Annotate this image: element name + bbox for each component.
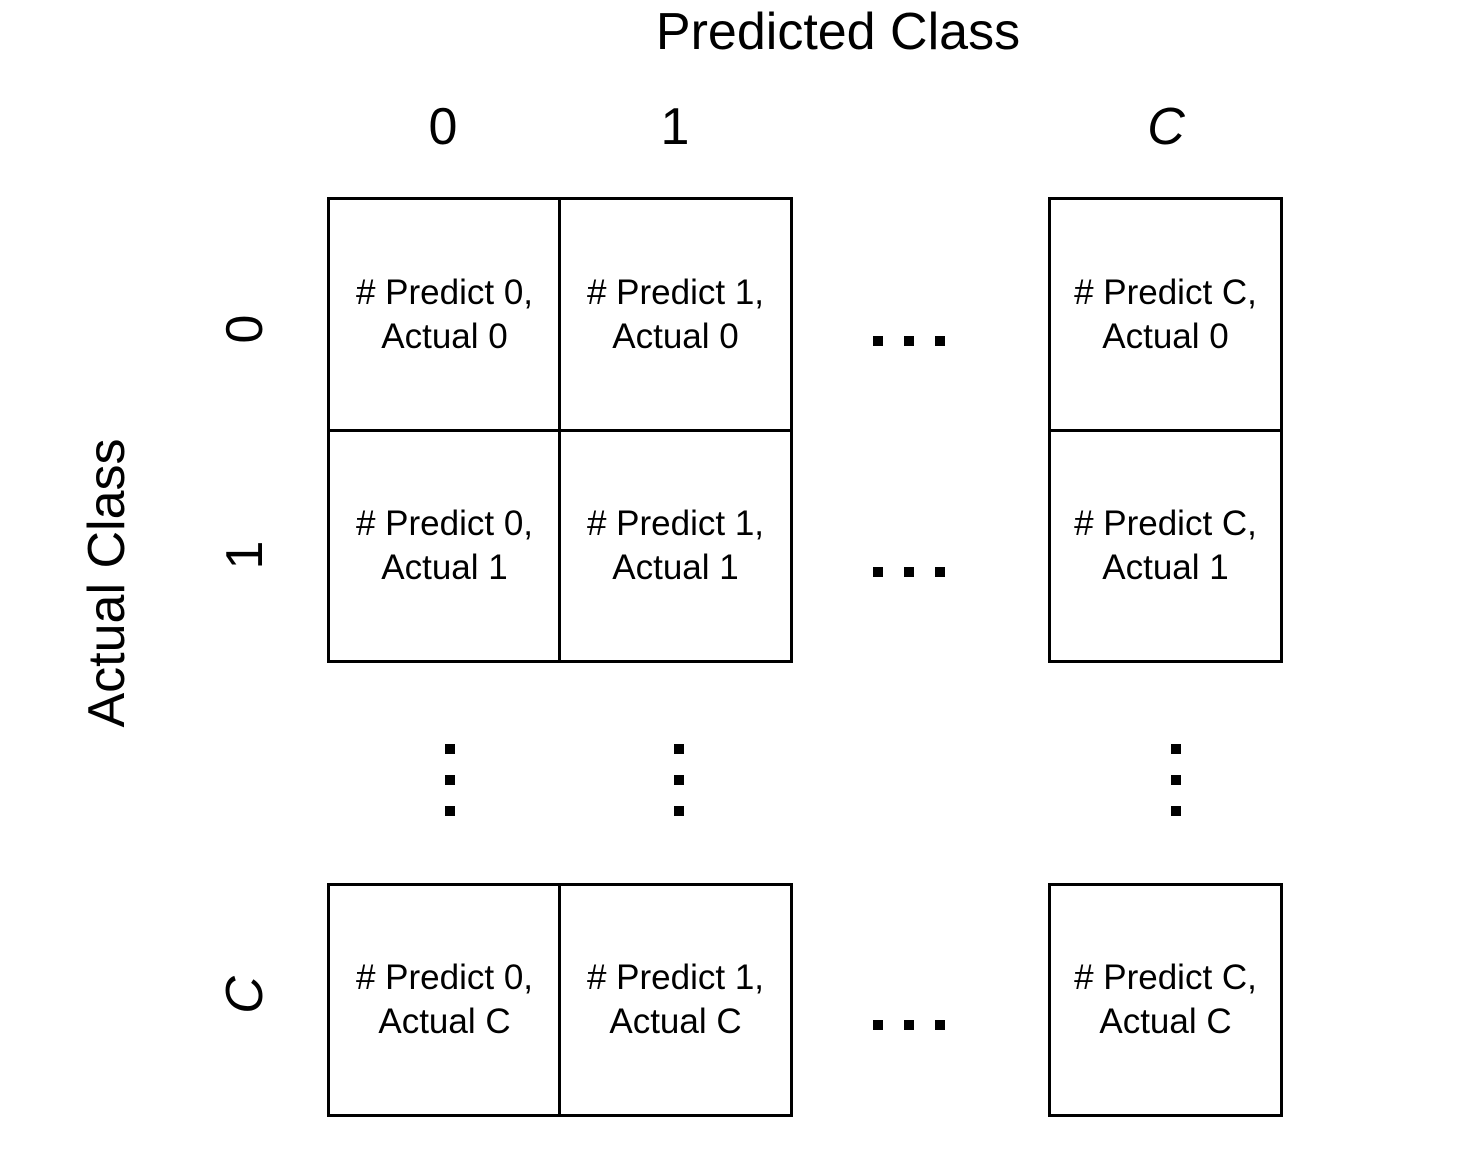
cell-line: # Predict 0, [355,958,534,997]
predicted-class-title: Predicted Class [655,3,1021,61]
matrix-cell: # Predict 0, Actual 0 [327,197,562,432]
horizontal-ellipsis [873,567,945,577]
horizontal-ellipsis [873,336,945,346]
cell-line: Actual 0 [612,316,739,356]
vertical-ellipsis [674,744,684,816]
col-header-1: 1 [660,98,690,156]
vertical-ellipsis [1171,744,1181,816]
cell-line: # Predict C, [1074,958,1257,997]
cell-line: Actual C [1099,1002,1232,1041]
row-header-1: 1 [216,540,274,570]
cell-line: Actual 0 [1102,316,1229,356]
matrix-cell: # Predict 1, Actual 0 [558,197,793,432]
cell-line: Actual C [609,1002,742,1041]
col-header-c: C [1147,98,1185,156]
matrix-cell: # Predict C, Actual 0 [1048,197,1283,432]
cell-line: Actual 1 [612,548,739,587]
cell-line: # Predict 1, [586,272,765,312]
row-header-c: C [216,976,274,1014]
matrix-cell: # Predict 0, Actual C [327,883,562,1117]
cell-line: # Predict 0, [355,504,534,543]
matrix-cell: # Predict 1, Actual 1 [558,429,793,663]
matrix-cell: # Predict C, Actual C [1048,883,1283,1117]
actual-class-label: Actual Class [78,438,136,728]
cell-line: Actual 1 [381,548,508,587]
row-header-0: 0 [216,314,274,344]
cell-line: Actual C [378,1002,511,1041]
cell-line: # Predict 1, [586,958,765,997]
matrix-cell: # Predict 0, Actual 1 [327,429,562,663]
cell-line: Actual 1 [1102,548,1229,587]
cell-line: Actual 0 [381,316,508,356]
matrix-cell: # Predict C, Actual 1 [1048,429,1283,663]
cell-line: # Predict 1, [586,504,765,543]
vertical-ellipsis [445,744,455,816]
cell-line: # Predict 0, [355,272,534,312]
horizontal-ellipsis [873,1020,945,1030]
cell-line: # Predict C, [1074,272,1257,312]
col-header-0: 0 [428,98,458,156]
matrix-cell: # Predict 1, Actual C [558,883,793,1117]
cell-line: # Predict C, [1074,504,1257,543]
